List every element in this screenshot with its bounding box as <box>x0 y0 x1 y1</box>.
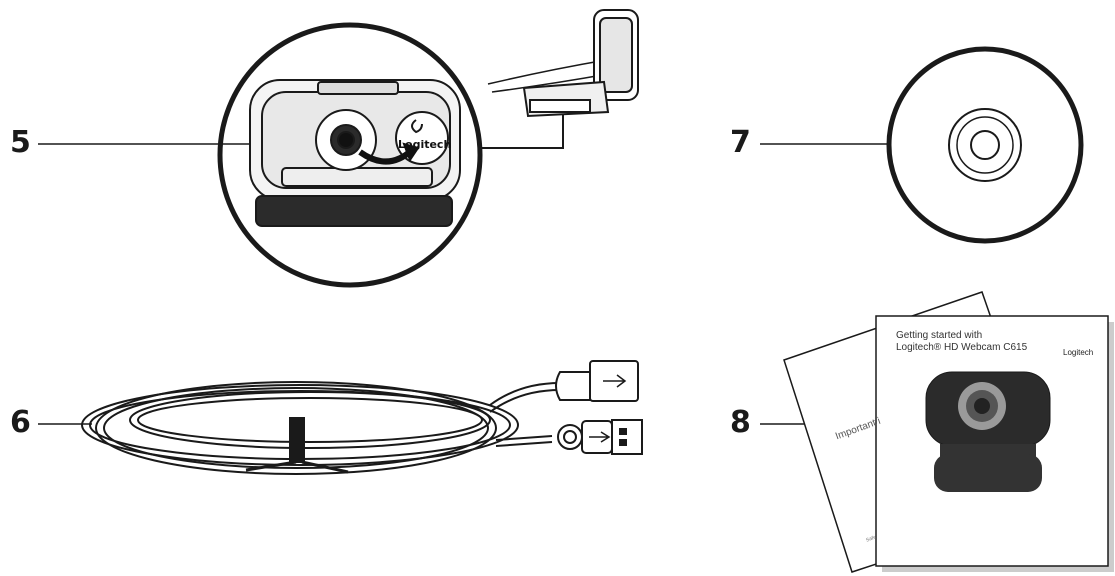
callout-5: 5 <box>10 125 31 160</box>
guide-title-line1: Getting started with <box>896 330 983 341</box>
webcam-logo-text: Logitech <box>398 138 452 151</box>
guide-logo-text: Logitech <box>1063 348 1094 357</box>
guide-title-line2: Logitech® HD Webcam C615 <box>896 342 1028 353</box>
webcam-illustration <box>38 22 564 288</box>
callout-7: 7 <box>730 125 751 160</box>
guide-title: Getting started with Logitech® HD Webcam… <box>896 330 1046 354</box>
cd-disc-illustration <box>760 46 1084 244</box>
callout-8: 8 <box>730 405 751 440</box>
guide-illustration <box>760 291 1114 573</box>
webcam-connector-line <box>478 110 564 149</box>
webcam-base <box>255 195 453 227</box>
small-webcam-illustration <box>487 9 639 118</box>
usb-cable-illustration <box>38 360 643 475</box>
callout-6: 6 <box>10 405 31 440</box>
